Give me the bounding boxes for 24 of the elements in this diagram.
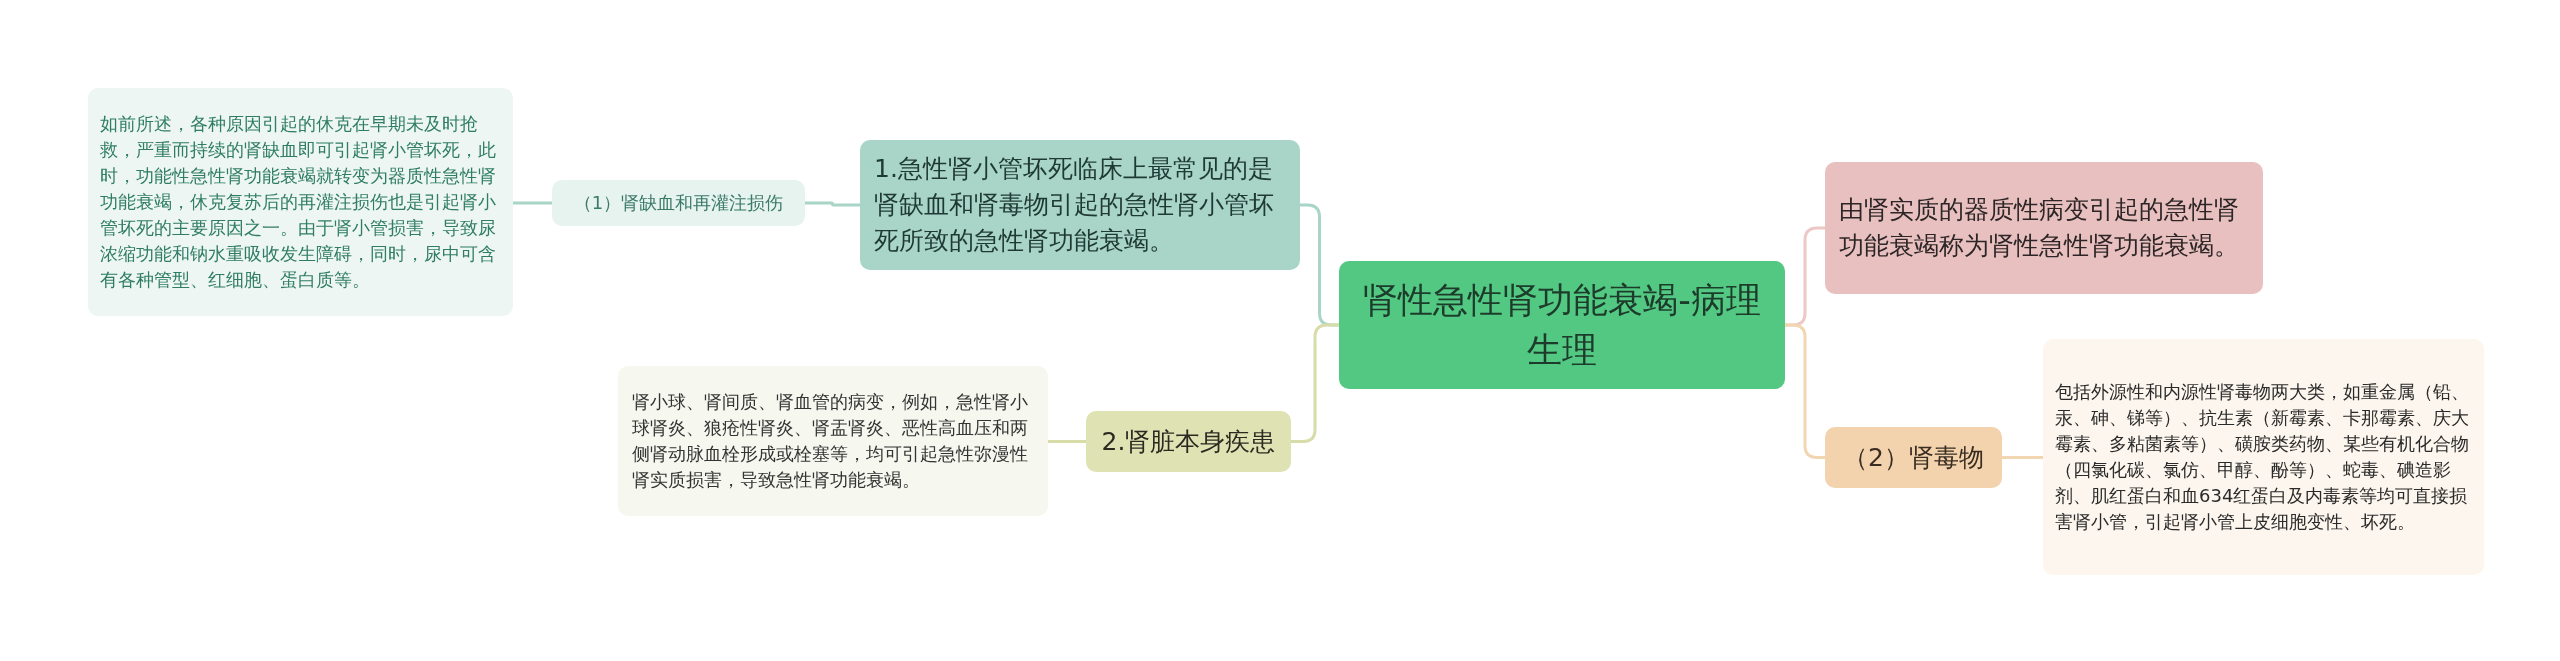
topic-text: 肾性急性肾功能衰竭-病理生理 [1362, 279, 1762, 372]
topic-text: 1.急性肾小管坏死临床上最常见的是肾缺血和肾毒物引起的急性肾小管坏死所致的急性肾功能衰竭。 [874, 153, 1275, 257]
topic-text: 由肾实质的器质性病变引起的急性肾功能衰竭称为肾性急性肾功能衰竭。 [1839, 194, 2240, 262]
topic-text: （2）肾毒物 [1842, 441, 1985, 474]
topic-text: （1）肾缺血和再灌注损伤 [572, 191, 785, 215]
subtopic-box [1825, 427, 2002, 488]
connector-line [805, 201, 860, 207]
note-card [2043, 339, 2484, 575]
topic-text: 包括外源性和内源性肾毒物两大类，如重金属（铅、汞、砷、锑等）、抗生素（新霉素、卡那霉素、庆大霉素、多粘菌素等）、磺胺类药物、某些有机化合物（四氯化碳、氯仿、甲醇、酚等）、蛇毒、碘造影剂、肌红蛋白和血634红蛋白及内毒素等均可直接损害肾小管，引起肾小管上皮细胞变性、坏死。 [2055, 380, 2470, 534]
root-topic-box [1339, 261, 1785, 389]
branch-topic-box [1825, 162, 2263, 294]
branch-topic-box [1086, 411, 1291, 472]
branch-topic-box [860, 140, 1300, 270]
topic-text: 2.肾脏本身疾患 [1100, 425, 1277, 458]
topic-text: 如前所述，各种原因引起的休克在早期未及时抢救，严重而持续的肾缺血即可引起肾小管坏死，此时，功能性急性肾功能衰竭就转变为器质性急性肾功能衰竭，休克复苏后的再灌注损伤也是引起肾小管坏死的主要原因之一。由于肾小管损害，导致尿浓缩功能和钠水重吸收发生障碍，同时，尿中可含有各种管型、红细胞、蛋白质等。 [100, 112, 497, 292]
connector-line [1785, 323, 1825, 459]
connector-line [1048, 440, 1086, 443]
note-card [88, 88, 513, 316]
connector-line [2002, 456, 2043, 459]
subtopic-box [552, 180, 805, 226]
connector-line [513, 201, 552, 205]
connector-line [1291, 323, 1339, 443]
topic-text: 肾小球、肾间质、肾血管的病变，例如，急性肾小球肾炎、狼疮性肾炎、肾盂肾炎、恶性高血压和两侧肾动脉血栓形成或栓塞等，均可引起急性弥漫性肾实质损害，导致急性肾功能衰竭。 [632, 390, 1029, 492]
note-card [618, 366, 1048, 516]
